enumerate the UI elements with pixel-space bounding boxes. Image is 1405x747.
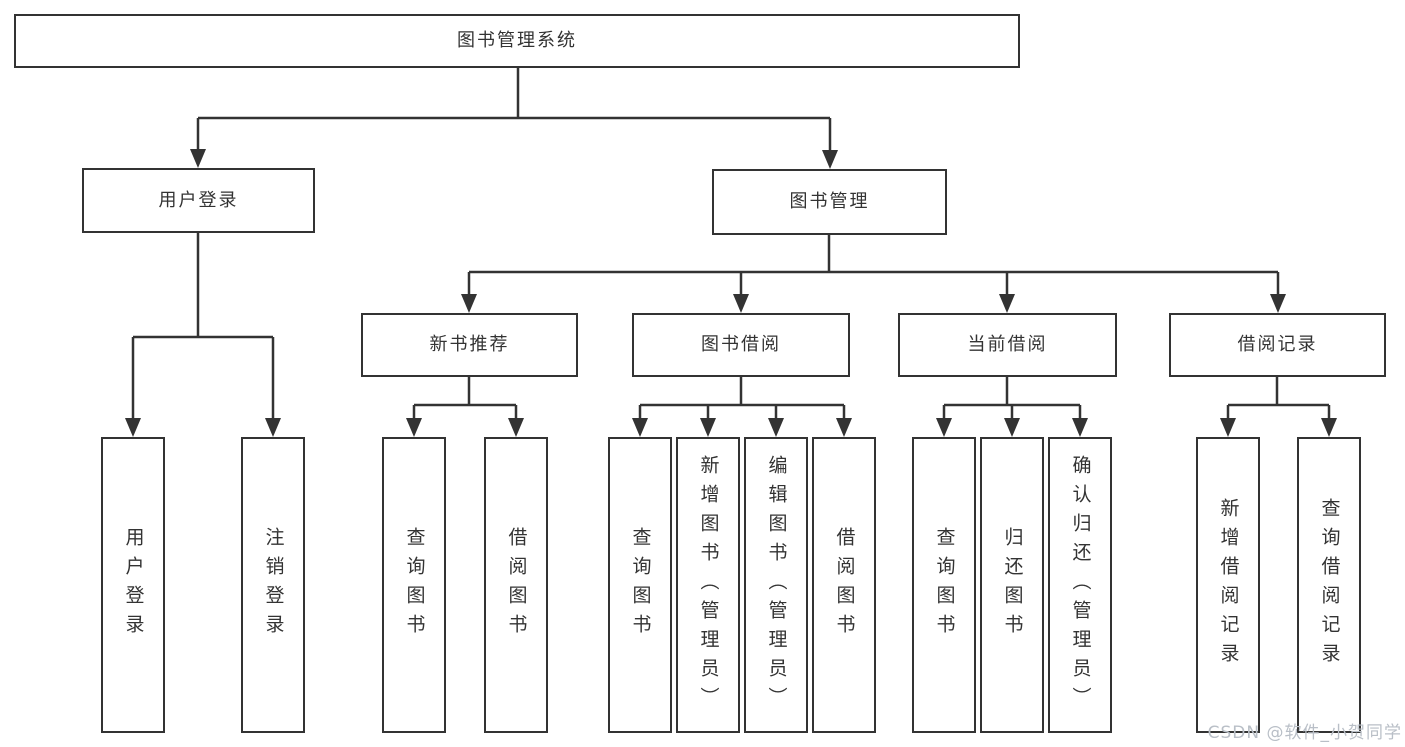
- leaf-node-confirm-return-admin: 确认归还（管理员）: [1048, 437, 1112, 733]
- leaf-node-user-login: 用户登录: [101, 437, 165, 733]
- section-node-borrow-records: 借阅记录: [1169, 313, 1386, 377]
- branch-node-book-management: 图书管理: [712, 169, 947, 235]
- leaf-node-add-borrow-record: 新增借阅记录: [1196, 437, 1260, 733]
- leaf-node-query-books-3: 查询图书: [912, 437, 976, 733]
- leaf-node-query-borrow-record: 查询借阅记录: [1297, 437, 1361, 733]
- root-node-library-system: 图书管理系统: [14, 14, 1020, 68]
- section-node-book-borrow: 图书借阅: [632, 313, 850, 377]
- csdn-watermark: CSDN @软件_小贺同学: [1207, 723, 1402, 743]
- arrowhead-icons: [125, 149, 1337, 437]
- leaf-node-return-books: 归还图书: [980, 437, 1044, 733]
- leaf-node-query-books-2: 查询图书: [608, 437, 672, 733]
- branch-node-user-login: 用户登录: [82, 168, 315, 233]
- leaf-node-add-books-admin: 新增图书（管理员）: [676, 437, 740, 733]
- leaf-node-edit-books-admin: 编辑图书（管理员）: [744, 437, 808, 733]
- section-node-new-book-recommend: 新书推荐: [361, 313, 578, 377]
- leaf-node-logout: 注销登录: [241, 437, 305, 733]
- section-node-current-borrow: 当前借阅: [898, 313, 1117, 377]
- leaf-node-query-books-1: 查询图书: [382, 437, 446, 733]
- leaf-node-borrow-books-2: 借阅图书: [812, 437, 876, 733]
- leaf-node-borrow-books-1: 借阅图书: [484, 437, 548, 733]
